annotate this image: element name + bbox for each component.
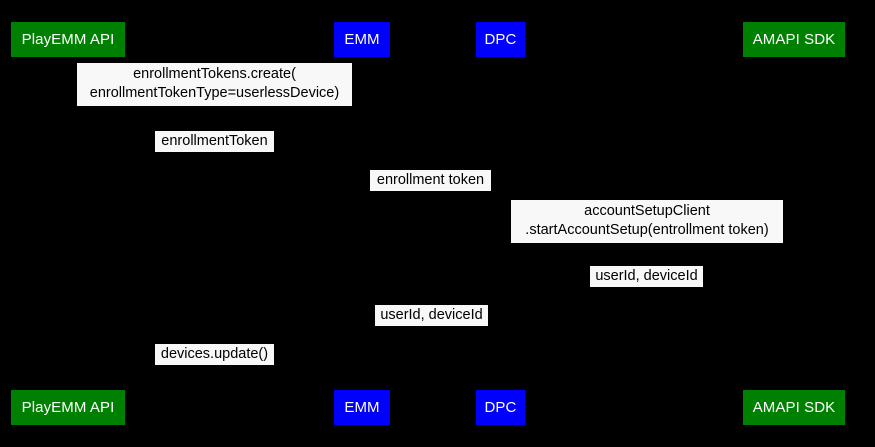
participant-bottom-dpc[interactable]: DPC: [476, 390, 525, 425]
lifeline-0: [68, 57, 69, 390]
participant-label: DPC: [484, 31, 517, 48]
lifeline-1: [362, 57, 363, 390]
msg-userid-deviceid-sdk: userId, deviceId: [590, 266, 703, 287]
msg-enrollment-tokens-create: enrollmentTokens.create( enrollmentToken…: [77, 63, 352, 106]
msg-enrollment-token-transfer: enrollment token: [370, 170, 491, 191]
msg-userid-deviceid-emm: userId, deviceId: [375, 305, 488, 326]
participant-label: AMAPI SDK: [752, 399, 836, 416]
participant-top-amapi-sdk[interactable]: AMAPI SDK: [743, 22, 845, 57]
lifeline-2: [500, 57, 501, 390]
participant-bottom-amapi-sdk[interactable]: AMAPI SDK: [743, 390, 845, 425]
participant-label: AMAPI SDK: [752, 31, 836, 48]
participant-label: DPC: [484, 399, 517, 416]
participant-top-dpc[interactable]: DPC: [476, 22, 525, 57]
participant-bottom-playemm-api[interactable]: PlayEMM API: [11, 390, 125, 425]
msg-devices-update: devices.update(): [155, 344, 274, 365]
lifeline-3: [794, 57, 795, 390]
participant-bottom-emm[interactable]: EMM: [334, 390, 390, 425]
participant-label: EMM: [344, 31, 380, 48]
participant-label: PlayEMM API: [21, 399, 115, 416]
msg-start-account-setup: accountSetupClient .startAccountSetup(en…: [511, 200, 783, 243]
participant-label: PlayEMM API: [21, 31, 115, 48]
participant-top-playemm-api[interactable]: PlayEMM API: [11, 22, 125, 57]
participant-top-emm[interactable]: EMM: [334, 22, 390, 57]
msg-enrollment-token-return: enrollmentToken: [155, 131, 274, 152]
participant-label: EMM: [344, 399, 380, 416]
